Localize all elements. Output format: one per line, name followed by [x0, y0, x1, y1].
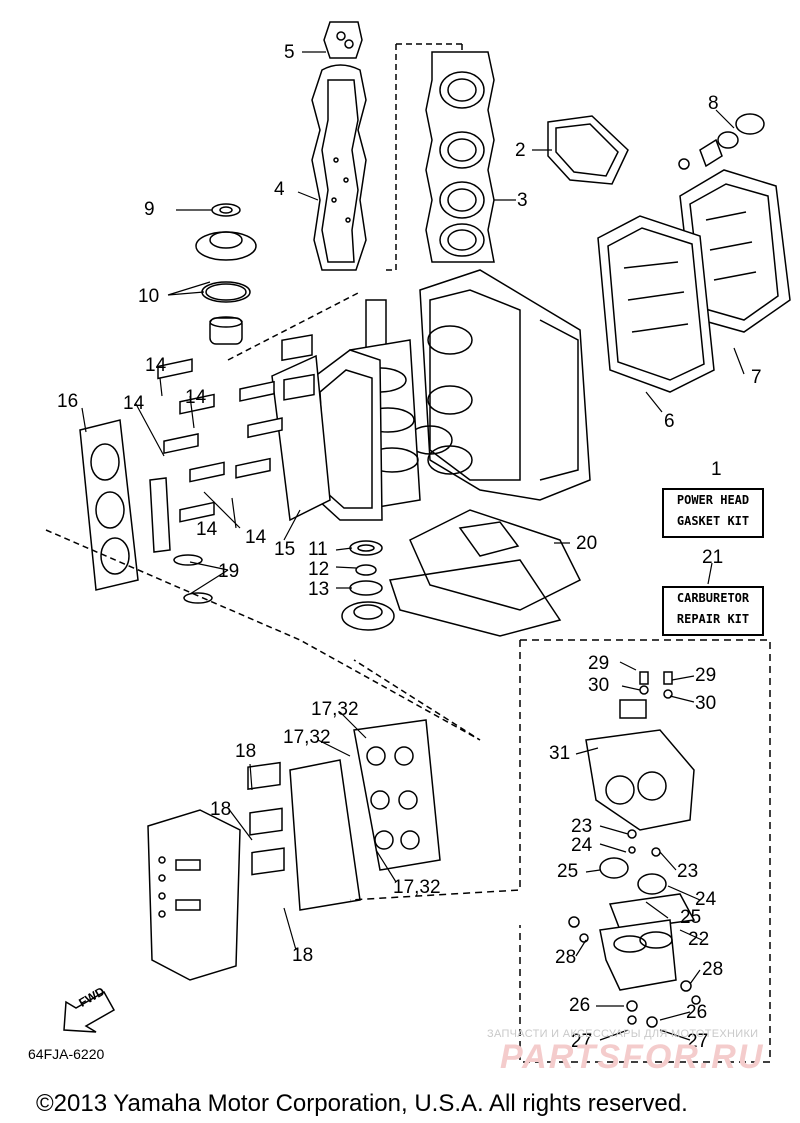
exhaust-gasket — [597, 215, 715, 393]
part-label: 2 — [515, 140, 526, 161]
part-label: 25 — [557, 861, 579, 882]
part-label: 22 — [688, 929, 710, 950]
carburetor-body — [585, 671, 695, 831]
part-label: 28 — [702, 959, 724, 980]
exhaust-cover — [679, 169, 791, 333]
part-label: 3 — [517, 190, 528, 211]
cylinder-block — [407, 269, 591, 501]
part-label: 23 — [677, 861, 699, 882]
part-label: 1 — [711, 459, 722, 480]
small-gaskets — [149, 477, 213, 604]
part-label: 10 — [138, 286, 160, 307]
fwd-arrow — [63, 990, 116, 1033]
watermark-tagline: ЗАПЧАСТИ И АКСЕССУАРЫ ДЛЯ МОТОТЕХНИКИ — [487, 1028, 759, 1040]
part-label: 9 — [144, 199, 155, 220]
part-label: 18 — [235, 741, 257, 762]
part-label: 27 — [571, 1031, 593, 1052]
kit-name-line: CARBURETOR — [676, 591, 750, 605]
thermostat-parts — [678, 113, 765, 170]
part-label: 24 — [571, 835, 593, 856]
part-label: 23 — [571, 816, 593, 837]
lower-seals — [341, 540, 395, 631]
part-label: 18 — [292, 945, 314, 966]
part-label: 17,32 — [311, 699, 359, 720]
part-label: 21 — [702, 547, 724, 568]
part-label: 6 — [664, 411, 675, 432]
part-label: 31 — [549, 743, 571, 764]
part-label: 5 — [284, 42, 295, 63]
part-label: 13 — [308, 579, 330, 600]
leader-lines — [81, 51, 745, 1041]
cover-part — [323, 21, 363, 59]
head-cover-gasket — [311, 64, 367, 271]
base-gasket — [389, 509, 582, 637]
part-label: 26 — [686, 1002, 708, 1023]
reed-valves — [157, 358, 283, 523]
part-label: 17,32 — [283, 727, 331, 748]
silencer-cover — [147, 809, 241, 981]
part-label: 11 — [308, 539, 328, 560]
carburetor-repair-kit-box: CARBURETOR REPAIR KIT — [662, 586, 764, 636]
copyright-notice: ©2013 Yamaha Motor Corporation, U.S.A. A… — [36, 1090, 688, 1117]
part-label: 14 — [185, 387, 207, 408]
upper-bearing-parts — [195, 203, 257, 345]
part-label: 7 — [751, 367, 762, 388]
part-label: 20 — [576, 533, 598, 554]
part-label: 16 — [57, 391, 79, 412]
carburetor-gaskets — [247, 719, 441, 911]
part-label: 4 — [274, 179, 285, 200]
part-label: 12 — [308, 559, 330, 580]
power-head-gasket-kit-box: POWER HEAD GASKET KIT — [662, 488, 764, 538]
part-label: 18 — [210, 799, 232, 820]
part-label: 26 — [569, 995, 591, 1016]
cylinder-head-gasket — [425, 51, 495, 263]
part-label: 8 — [708, 93, 719, 114]
watermark-logo: PARTSFOR.RU — [500, 1038, 765, 1076]
part-label: 30 — [588, 675, 610, 696]
carburetor-float-parts — [568, 829, 701, 1028]
intake-gasket — [79, 419, 139, 591]
part-label: 27 — [687, 1031, 709, 1052]
part-label: 24 — [695, 889, 717, 910]
part-label: 15 — [274, 539, 296, 560]
part-label: 17,32 — [393, 877, 441, 898]
part-label: 14 — [145, 355, 167, 376]
part-label: 25 — [680, 907, 702, 928]
part-label: 29 — [588, 653, 610, 674]
part-label: 14 — [123, 393, 145, 414]
part-label: 29 — [695, 665, 717, 686]
kit-name-line: REPAIR KIT — [676, 612, 750, 626]
part-label: 19 — [218, 561, 240, 582]
kit-name-line: GASKET KIT — [676, 514, 750, 528]
part-label: 14 — [196, 519, 218, 540]
kit-name-line: POWER HEAD — [676, 493, 750, 507]
part-label: 30 — [695, 693, 717, 714]
part-label: 28 — [555, 947, 577, 968]
diagram-code: 64FJA-6220 — [28, 1046, 105, 1062]
part-label: 14 — [245, 527, 267, 548]
intake-manifold — [271, 334, 331, 522]
cover-plate — [547, 115, 629, 185]
